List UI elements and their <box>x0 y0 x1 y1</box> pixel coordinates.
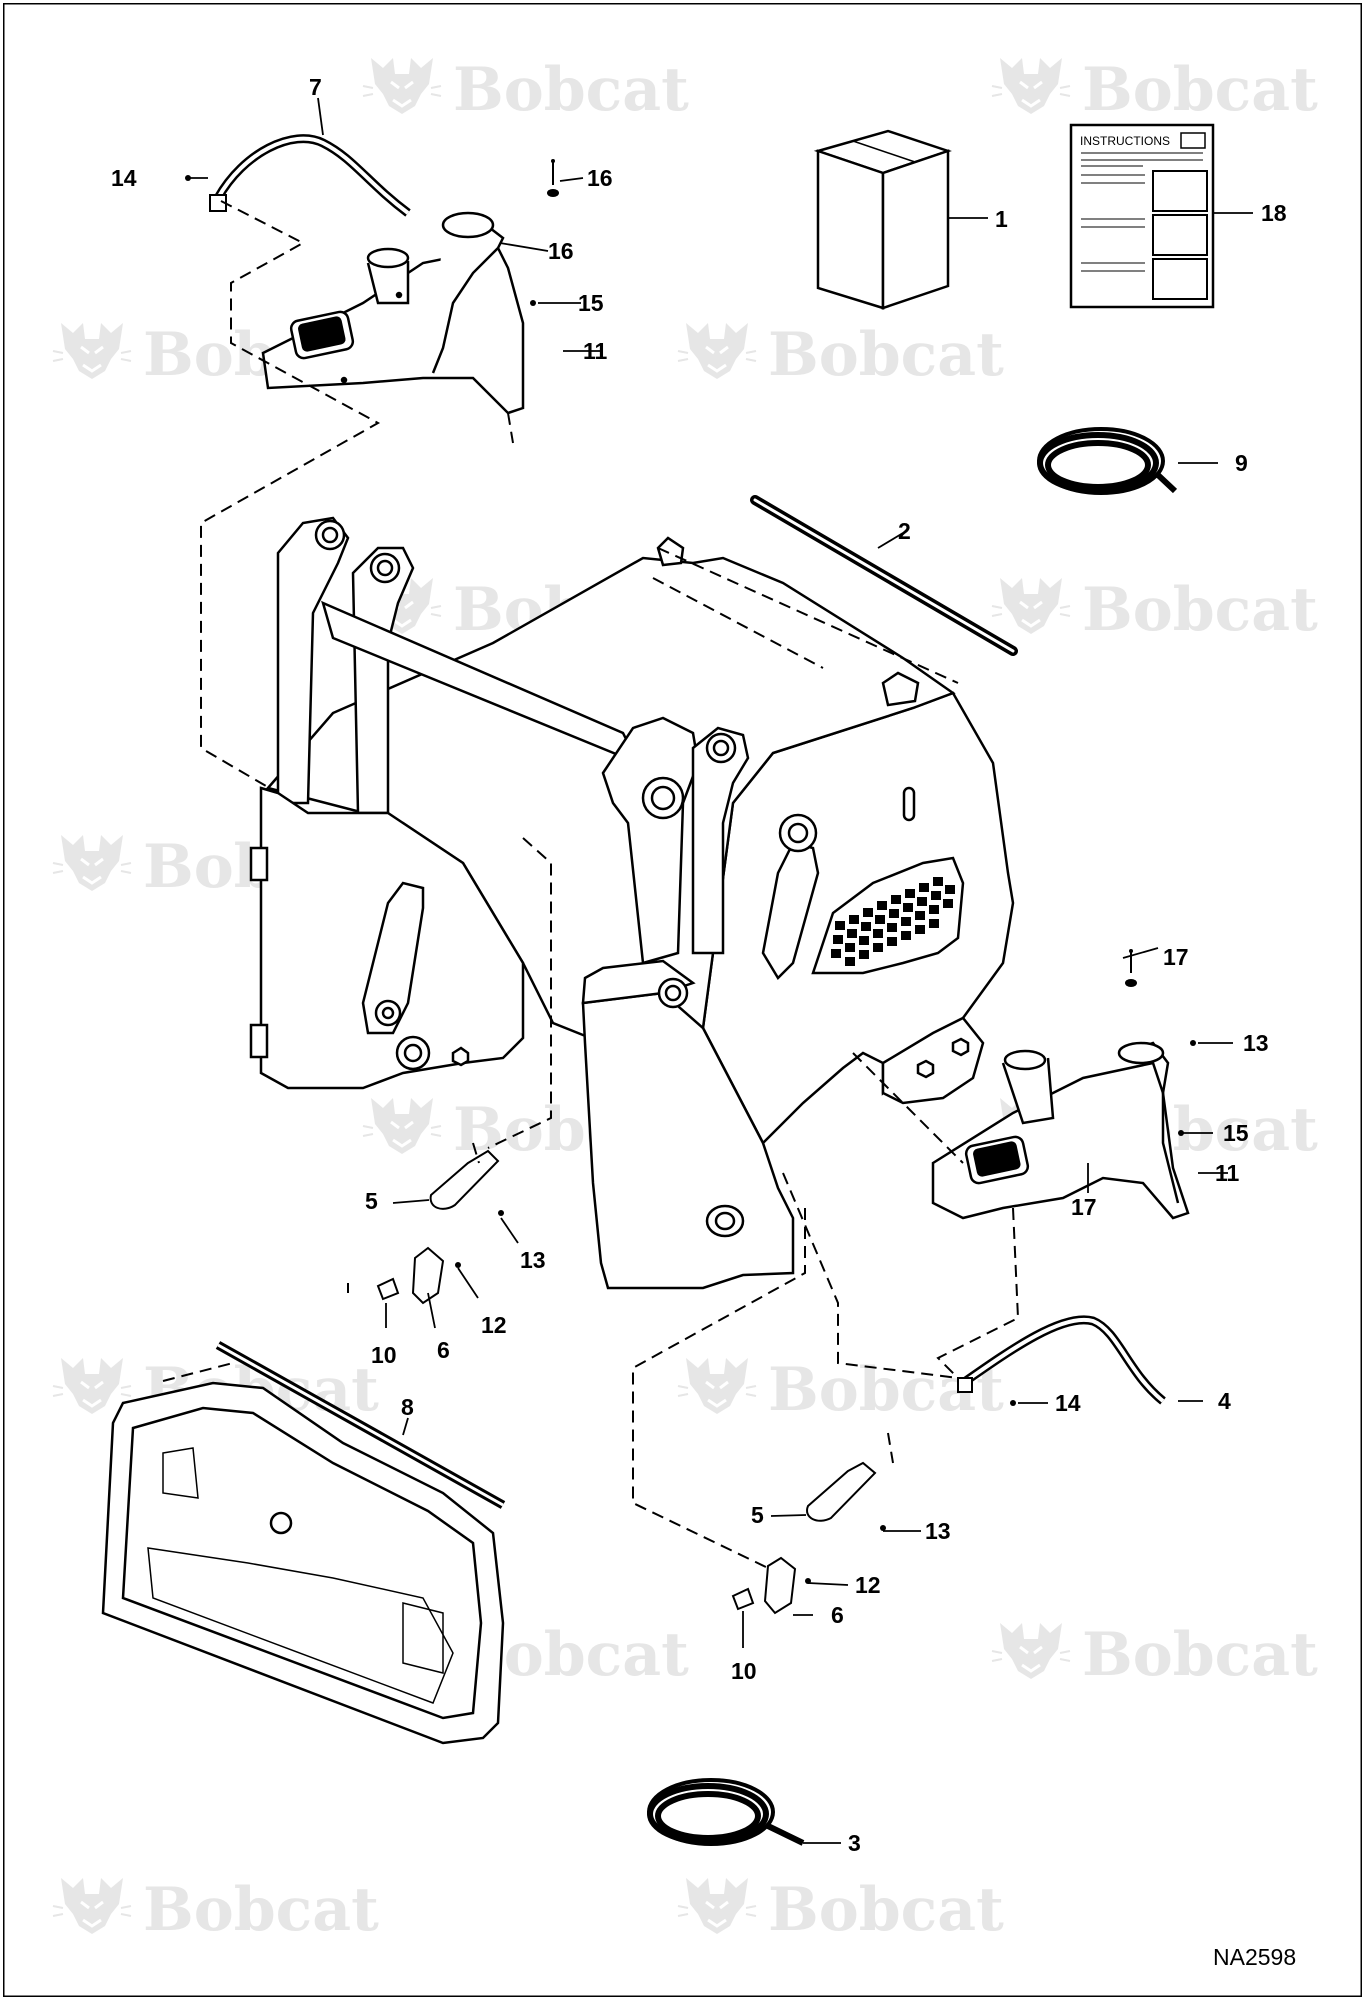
callout-11a: 11 <box>583 338 608 364</box>
callout-12a: 12 <box>481 1312 507 1338</box>
callout-13c: 13 <box>925 1518 951 1544</box>
callout-1: 1 <box>995 206 1008 232</box>
fasteners <box>185 159 1196 1584</box>
watermark-text: Bobcat <box>1082 55 1318 125</box>
callout-11b: 11 <box>1215 1160 1240 1186</box>
callout-17b: 17 <box>1071 1194 1097 1220</box>
part-3-coil <box>647 1778 805 1846</box>
callout-14b: 14 <box>1055 1390 1081 1416</box>
callout-2: 2 <box>898 518 911 544</box>
leader-lines <box>188 97 1253 1844</box>
left-bracket-assembly <box>261 211 525 415</box>
part-2-strip <box>750 495 1018 656</box>
part-8-door <box>101 1341 506 1745</box>
callout-9: 9 <box>1235 450 1248 476</box>
callout-labels: 1 2 3 4 5 5 6 6 7 8 9 10 10 11 11 12 12 … <box>111 74 1287 1856</box>
callout-15a: 15 <box>578 290 604 316</box>
watermark-text: Bobcat <box>1082 1620 1318 1690</box>
callout-16b: 16 <box>548 238 574 264</box>
callout-13a: 13 <box>520 1247 546 1273</box>
callout-5b: 5 <box>751 1502 764 1528</box>
callout-8: 8 <box>401 1394 414 1420</box>
part-18-instructions: INSTRUCTIONS <box>1069 123 1215 309</box>
callout-15b: 15 <box>1223 1120 1249 1146</box>
callout-6b: 6 <box>831 1602 844 1628</box>
figure-code: NA2598 <box>1213 1944 1296 1970</box>
callout-5a: 5 <box>365 1188 378 1214</box>
callout-13b: 13 <box>1243 1030 1269 1056</box>
callout-12b: 12 <box>855 1572 881 1598</box>
watermark-text: Bobcat <box>143 1875 379 1945</box>
callout-18: 18 <box>1261 200 1287 226</box>
part-1-box <box>813 129 952 310</box>
part-4-tube <box>957 1315 1166 1405</box>
watermark-text: Bobcat <box>1082 575 1318 645</box>
callout-17a: 17 <box>1163 944 1189 970</box>
callout-4: 4 <box>1218 1388 1231 1414</box>
callout-16a: 16 <box>587 165 613 191</box>
callout-7: 7 <box>309 74 322 100</box>
callout-10b: 10 <box>731 1658 757 1684</box>
watermark-text: Bobcat <box>453 55 689 125</box>
dashed-guides <box>162 200 1020 1569</box>
callout-3: 3 <box>848 1830 861 1856</box>
parts-5-6-10-upper <box>376 1149 500 1305</box>
right-bracket-assembly <box>931 1041 1190 1220</box>
callout-10a: 10 <box>371 1342 397 1368</box>
watermark-text: Bobcat <box>768 1875 1004 1945</box>
parts-5-6-10-lower <box>731 1461 877 1615</box>
loader-frame <box>249 516 1015 1290</box>
watermark-text: Bobcat <box>768 320 1004 390</box>
part-7-tube <box>209 134 411 217</box>
callout-6a: 6 <box>437 1337 450 1363</box>
part-9-coil <box>1037 427 1178 495</box>
instructions-label: INSTRUCTIONS <box>1080 134 1170 148</box>
callout-14a: 14 <box>111 165 137 191</box>
